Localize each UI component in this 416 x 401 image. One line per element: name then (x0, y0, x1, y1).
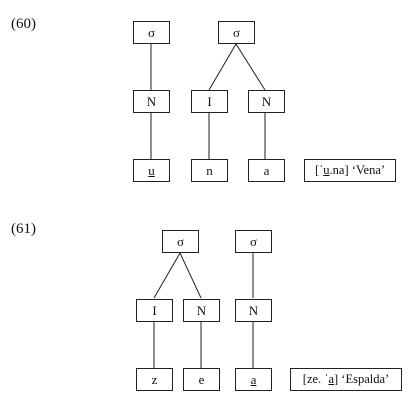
segment-label: a (250, 371, 257, 387)
example-number: (60) (11, 16, 36, 32)
syllable-node: σ (235, 230, 272, 253)
onset-node: I (136, 299, 173, 322)
nucleus-node: N (235, 299, 272, 322)
gloss-rest: ] ‘Espalda’ (334, 372, 390, 386)
nucleus-node: N (133, 90, 170, 113)
segment-node: a (235, 368, 272, 391)
gloss-stressed-vowel: u (323, 163, 330, 177)
segment-node: e (183, 368, 220, 391)
gloss-open: [ˈ (314, 163, 324, 177)
segment-label: u (148, 162, 155, 178)
line-sigma2-onset (208, 43, 237, 91)
syllable-node: σ (133, 21, 170, 44)
line-sigma1-onset (153, 252, 181, 299)
example-number: (61) (11, 221, 36, 237)
line-sigma2-nucleus (235, 43, 266, 91)
onset-node: I (191, 90, 228, 113)
segment-node: u (133, 159, 170, 182)
syllable-node: σ (218, 21, 255, 44)
segment-node: z (136, 368, 173, 391)
line-sigma1-nucleus (179, 252, 202, 299)
gloss-rest: .na] ‘Vena’ (329, 163, 386, 177)
segment-node: n (191, 159, 228, 182)
nucleus-node: N (183, 299, 220, 322)
segment-node: a (248, 159, 285, 182)
nucleus-node: N (248, 90, 285, 113)
syllable-node: σ (162, 230, 199, 253)
gloss-open: [ze. ˈ (302, 372, 329, 386)
gloss-stressed-vowel: a (328, 372, 335, 386)
